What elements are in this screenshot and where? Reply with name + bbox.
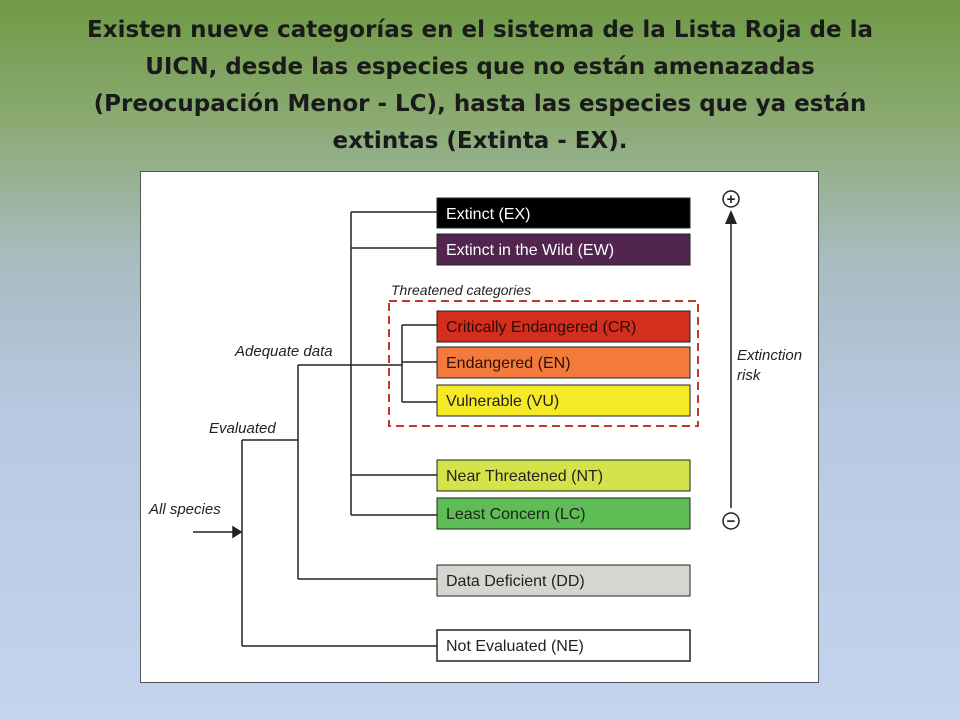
category-ne-label: Not Evaluated (NE) [446, 638, 584, 655]
category-nt: Near Threatened (NT) [436, 459, 691, 492]
extinction-risk-axis: + − [722, 190, 740, 530]
all-species-label: All species [148, 501, 221, 518]
category-vu: Vulnerable (VU) [436, 384, 691, 417]
category-boxes: Extinct (EX) Extinct in the Wild (EW) Cr… [436, 197, 691, 662]
plus-icon [722, 190, 740, 208]
connector-lines [193, 211, 437, 647]
category-ne-box [436, 629, 691, 662]
title-line-3: (Preocupación Menor - LC), hasta las esp… [93, 91, 867, 117]
category-ew: Extinct in the Wild (EW) [436, 233, 691, 266]
category-en-box [436, 346, 691, 379]
minus-icon [722, 512, 740, 530]
category-cr-label: Critically Endangered (CR) [446, 319, 636, 336]
category-lc-label: Least Concern (LC) [446, 506, 586, 523]
category-ex-box [436, 197, 691, 229]
category-nt-box [436, 459, 691, 492]
category-lc-box [436, 497, 691, 530]
title-line-1: Existen nueve categorías en el sistema d… [87, 17, 873, 43]
risk-arrowhead-up [725, 210, 737, 224]
category-cr-box [436, 310, 691, 343]
category-en: Endangered (EN) [436, 346, 691, 379]
category-dd-box [436, 564, 691, 597]
threatened-categories-label: Threatened categories [391, 282, 531, 298]
minus-sign: − [727, 513, 736, 530]
plus-sign: + [727, 191, 736, 208]
category-cr: Critically Endangered (CR) [436, 310, 691, 343]
category-ne: Not Evaluated (NE) [436, 629, 691, 662]
category-nt-label: Near Threatened (NT) [446, 468, 603, 485]
risk-label: risk [737, 367, 762, 384]
category-vu-box [436, 384, 691, 417]
category-lc: Least Concern (LC) [436, 497, 691, 530]
iucn-categories-diagram: Extinct (EX) Extinct in the Wild (EW) Cr… [140, 171, 819, 683]
category-ew-label: Extinct in the Wild (EW) [446, 242, 614, 259]
all-species-arrowhead [232, 525, 243, 539]
page-title: Existen nueve categorías en el sistema d… [60, 12, 900, 160]
category-ex-label: Extinct (EX) [446, 206, 530, 223]
category-vu-label: Vulnerable (VU) [446, 393, 559, 410]
category-ew-box [436, 233, 691, 266]
title-line-4: extintas (Extinta - EX). [332, 128, 628, 154]
category-en-label: Endangered (EN) [446, 355, 571, 372]
category-dd-label: Data Deficient (DD) [446, 573, 585, 590]
extinction-label: Extinction [737, 347, 802, 364]
evaluated-label: Evaluated [209, 420, 276, 437]
title-line-2: UICN, desde las especies que no están am… [145, 54, 815, 80]
category-dd: Data Deficient (DD) [436, 564, 691, 597]
threatened-frame [388, 300, 699, 427]
diagram-canvas: Extinct (EX) Extinct in the Wild (EW) Cr… [148, 190, 802, 662]
adequate-data-label: Adequate data [234, 343, 333, 360]
category-ex: Extinct (EX) [436, 197, 691, 229]
